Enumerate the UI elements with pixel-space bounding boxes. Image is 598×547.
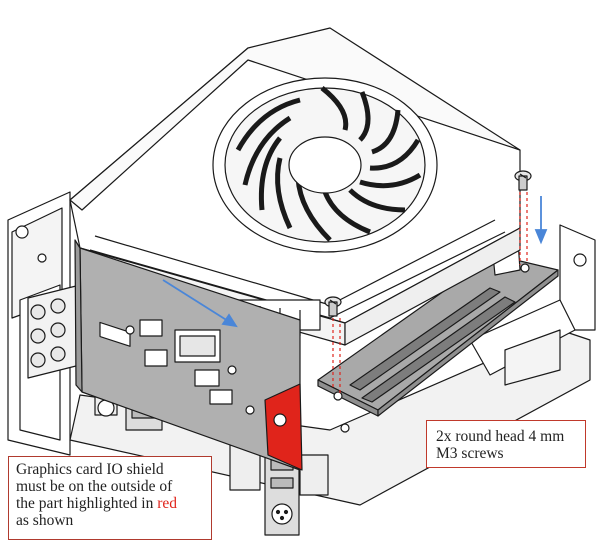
io-shield-callout: Graphics card IO shield must be on the o…	[8, 456, 212, 540]
mount-hole-icon	[573, 253, 587, 267]
shield-callout-line1: Graphics card IO shield	[16, 461, 164, 478]
mount-hole-icon	[15, 225, 29, 239]
screws-callout: 2x round head 4 mm M3 screws	[426, 420, 586, 468]
screws-callout-line1: 2x round head 4 mm	[436, 428, 565, 445]
arrow-head-icon	[534, 229, 548, 245]
shield-callout-line3-text: the part highlighted in	[16, 495, 158, 512]
red-highlight-word: red	[157, 495, 177, 512]
m3-screw-left	[324, 296, 342, 317]
highlighted-bracket	[264, 383, 303, 471]
cooling-fan	[212, 77, 438, 253]
shield-callout-line4: as shown	[16, 512, 74, 529]
m3-screw-right	[514, 170, 532, 191]
io-shield	[74, 239, 301, 471]
shield-callout-line2: must be on the outside of	[16, 478, 173, 495]
shield-callout-line3: the part highlighted in red	[16, 495, 204, 512]
screw-guide-lines	[332, 192, 528, 395]
direction-arrows	[162, 196, 548, 328]
screws-callout-line2: M3 screws	[436, 445, 504, 462]
riser-board	[317, 239, 559, 433]
arrow-head-icon	[221, 313, 238, 328]
